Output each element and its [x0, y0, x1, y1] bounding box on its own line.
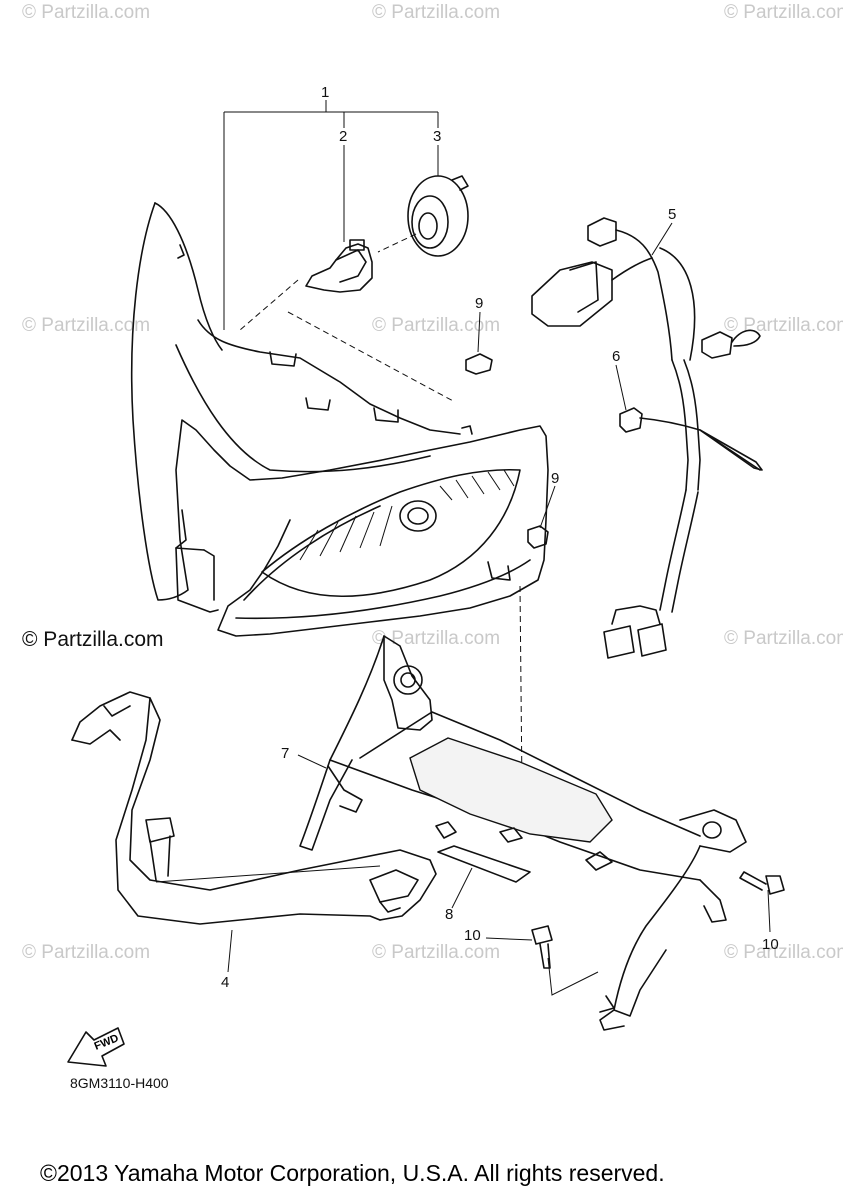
callout-7: 7 — [281, 745, 290, 762]
damper-strip — [437, 845, 531, 883]
callout-10-right: 10 — [762, 936, 779, 953]
callout-5: 5 — [668, 206, 677, 223]
bulb — [305, 239, 373, 293]
watermark: © Partzilla.com — [724, 942, 843, 963]
headlight-stay — [299, 635, 747, 1031]
headlight-assembly — [130, 202, 549, 637]
nut-lower — [527, 525, 549, 549]
watermark: © Partzilla.com — [22, 942, 151, 963]
callout-10-left: 10 — [464, 927, 481, 944]
cover-panel — [71, 691, 437, 925]
bolt-right — [739, 871, 785, 895]
watermark: © Partzilla.com — [22, 2, 151, 23]
bolt-left — [531, 925, 553, 969]
watermark: © Partzilla.com — [372, 628, 501, 649]
partzilla-watermark: © Partzilla.com — [22, 628, 164, 651]
fwd-arrow-icon — [67, 1027, 125, 1067]
callout-9-lower: 9 — [551, 470, 560, 487]
watermark: © Partzilla.com — [724, 2, 843, 23]
callout-4: 4 — [221, 974, 230, 991]
copyright-notice: ©2013 Yamaha Motor Corporation, U.S.A. A… — [40, 1160, 665, 1186]
watermark: © Partzilla.com — [372, 315, 501, 336]
nut-upper — [465, 353, 493, 375]
diagram-code: 8GM3110-H400 — [70, 1075, 169, 1091]
watermark: © Partzilla.com — [724, 628, 843, 649]
wire-harness — [531, 217, 763, 659]
callout-6: 6 — [612, 348, 621, 365]
watermark: © Partzilla.com — [372, 942, 501, 963]
watermark: © Partzilla.com — [372, 2, 501, 23]
bulb-cover — [407, 175, 469, 257]
callout-3: 3 — [433, 128, 442, 145]
fwd-label: FWD — [93, 1032, 121, 1053]
watermark: © Partzilla.com — [22, 315, 151, 336]
callout-8: 8 — [445, 906, 454, 923]
callout-2: 2 — [339, 128, 348, 145]
callout-leaders — [223, 100, 771, 996]
callout-9-upper: 9 — [475, 295, 484, 312]
callout-1: 1 — [321, 84, 330, 101]
